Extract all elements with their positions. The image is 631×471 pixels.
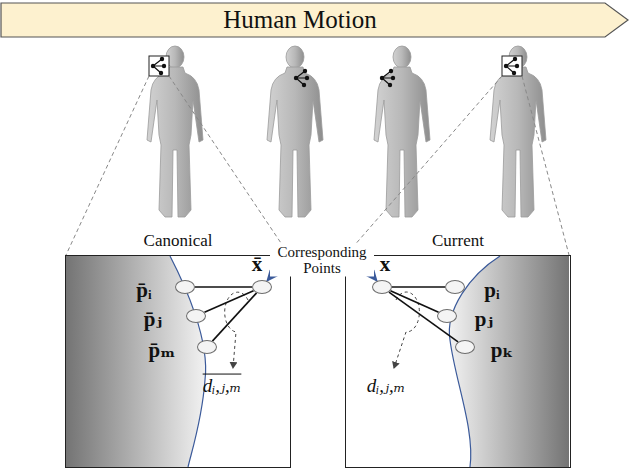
point-cluster [294,69,309,87]
neighbor-line [204,291,253,313]
surface-point: p̄ₘ [197,340,217,354]
diagram-title: Human Motion [223,6,376,34]
zoom-panel: Currentxpᵢpⱼpₖ [345,255,571,468]
body-surface [449,256,569,467]
neighbor-line [392,286,445,288]
point-label: p̄ₘ [149,340,176,361]
surface-point: x̄ [252,280,272,294]
surface-point: pₖ [455,340,475,354]
surface-point: x [372,280,392,294]
panel-heading: Current [432,231,484,251]
human-figure [374,46,430,217]
zoom-box [149,56,169,76]
point-cluster [504,57,519,75]
neighbor-line [390,291,438,312]
zoom-leader [346,76,569,255]
surface-point: p̄ⱼ [186,309,206,323]
point-label: pₖ [491,340,514,361]
point-label: pᵢ [484,280,499,301]
point-label: p̄ᵢ [136,280,151,301]
title-banner [1,3,628,37]
surface-point: pᵢ [445,280,465,294]
distance-label: dᵢ,ⱼ,ₘ [203,376,242,397]
zoom-leader [66,76,289,255]
edge-label: Corresponding Points [270,243,374,276]
point-label: x [380,254,391,275]
point-cluster [380,69,395,87]
human-figure [147,46,203,217]
surface-point: p̄ᵢ [175,280,195,294]
point-label: pⱼ [475,309,493,330]
surface-point: pⱼ [437,309,457,323]
human-figure [490,46,546,217]
point-label: p̄ⱼ [144,309,162,330]
distance-leader [225,292,248,368]
zoom-panel: Canonicalp̄ᵢp̄ⱼp̄ₘx̄ [65,255,291,468]
human-figure [267,46,323,217]
panel-heading: Canonical [144,231,213,251]
body-surface [66,256,206,467]
zoom-box [502,56,522,76]
distance-leader [394,292,419,368]
point-cluster [151,57,166,75]
point-label: x̄ [252,254,263,275]
neighbor-line [389,292,458,342]
neighbor-line [195,286,252,288]
distance-label: dᵢ,ⱼ,ₘ [367,376,406,397]
neighbor-line [212,293,256,341]
